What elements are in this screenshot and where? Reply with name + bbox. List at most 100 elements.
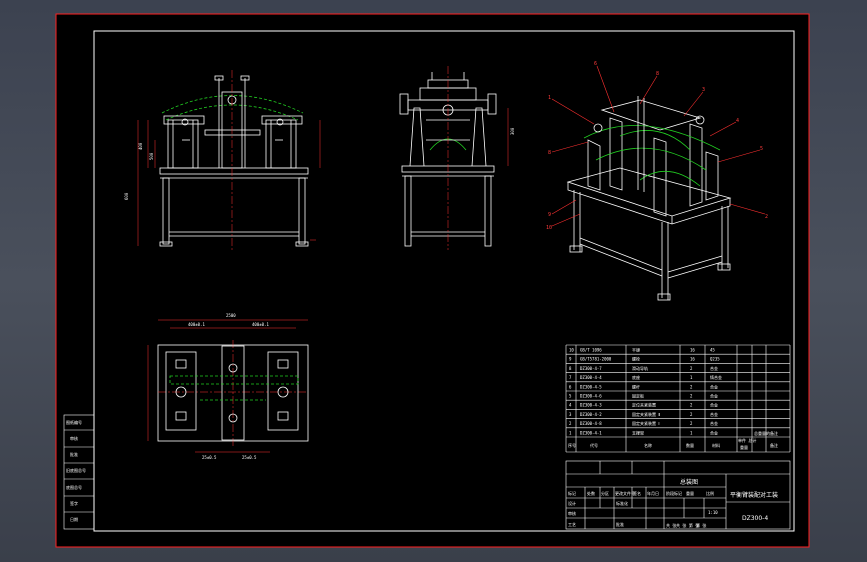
bom-row-no: 5: [569, 394, 572, 399]
front-dim-2: 500: [149, 152, 154, 160]
title-scale: 1:10: [708, 510, 718, 515]
bom-row-no: 2: [569, 421, 572, 426]
bom-row-no: 9: [569, 357, 572, 362]
bom-row-no: 1: [569, 430, 572, 435]
bom-header-no: 序号: [568, 442, 576, 448]
callout-7: 2: [765, 214, 768, 220]
front-dim-0: 600: [124, 192, 129, 200]
bom-row-no: 8: [569, 366, 572, 371]
top-dim-1: 400±0.1: [252, 322, 269, 327]
title-assembly: 总装图: [680, 478, 698, 486]
callout-1: 8: [656, 71, 659, 77]
drawing-sheet: [56, 14, 809, 547]
bom-row-mat: 合金: [710, 393, 718, 399]
tb-label-15: 第 张: [696, 522, 706, 528]
tb-label-10: 批准: [616, 521, 624, 527]
tb-label-1: 处数: [587, 490, 595, 496]
callout-0: 6: [594, 61, 597, 67]
left-label-strip: 图纸编号 审核 批准 旧底图总号 底图总号 签字 日期: [63, 414, 95, 530]
callout-8: 9: [548, 212, 551, 218]
title-org: 共 张 第 张: [676, 522, 699, 528]
bom-row-code: GB/T 1096: [580, 348, 602, 353]
callout-5: 4: [736, 118, 739, 124]
bom-header-name: 名称: [644, 442, 652, 448]
bom-row-qty: 1: [690, 430, 693, 435]
inner-border: [93, 30, 795, 532]
callout-9: 10: [546, 225, 552, 231]
side-dim-0: 300: [510, 127, 515, 135]
bom-row-name: 滑动导轨: [632, 365, 648, 371]
bom-header-weight2: 重量: [740, 444, 748, 450]
front-view: [137, 70, 321, 250]
bom-row-mat: Q235: [710, 357, 720, 362]
bom-row-mat: 合金: [710, 411, 718, 417]
tb-label-11: 阶段标记: [666, 490, 682, 496]
bom-row-qty: 2: [690, 412, 693, 417]
side-view: [399, 66, 509, 250]
tb-label-2: 分区: [601, 490, 609, 496]
bom-row-mat: 合金: [710, 420, 718, 426]
tb-label-0: 标记: [568, 490, 576, 496]
tb-label-8: 审核: [568, 510, 576, 516]
bom-row-name: 固定板: [632, 393, 644, 399]
bom-table: [565, 344, 791, 453]
bom-row-code: DZ300-4-6: [580, 394, 602, 399]
left-label-4: 底图总号: [66, 484, 82, 490]
bom-row-no: 10: [569, 348, 574, 353]
tb-label-5: 年月日: [647, 490, 659, 496]
bom-row-mat: 合金: [710, 402, 718, 408]
bom-row-code: DZ300-4-8: [580, 421, 602, 426]
tb-label-7: 标准化: [616, 500, 628, 506]
callout-6: 5: [760, 146, 763, 152]
title-name: 平衡臂装配对工装: [730, 491, 778, 499]
tb-label-14: 共 张: [666, 522, 676, 528]
left-label-2: 批准: [70, 451, 78, 457]
bom-row-code: DZ300-4-2: [580, 412, 602, 417]
bom-row-code: DZ300-4-4: [580, 375, 602, 380]
outer-border: [55, 13, 810, 548]
callout-labels: 6 8 3 1 8 4 5 2 9 10: [546, 61, 768, 231]
top-view: [147, 319, 309, 453]
bom-header-weight: 单件 总计: [738, 437, 756, 443]
bom-row-qty: 16: [690, 348, 695, 353]
bom-row-qty: 1: [690, 375, 693, 380]
bom-row-name: 固定夹紧装置 Ⅱ: [632, 411, 660, 417]
left-label-0: 图纸编号: [66, 419, 82, 425]
bom-row-name: 平键: [632, 347, 640, 353]
bom-row-qty: 2: [690, 394, 693, 399]
bom-row-mat: 合金: [710, 429, 718, 435]
left-label-3: 旧底图总号: [66, 467, 86, 473]
bottom-dim-0: 25±0.5: [202, 455, 217, 460]
bom-row-name: 螺栓: [632, 356, 640, 362]
bom-row-qty: 2: [690, 384, 693, 389]
title-code: DZ300-4: [742, 515, 768, 522]
bom-header-remark: 备注: [770, 442, 778, 448]
title-block-text: 总装图 平衡臂装配对工装 DZ300-4 1:10 共 张 第 张 标记 处数 …: [568, 478, 778, 528]
front-dim-1: 400: [138, 142, 143, 150]
tb-label-12: 重量: [686, 490, 694, 496]
bom-row-mat: 合金: [710, 365, 718, 371]
bottom-dim-1: 25±0.5: [242, 455, 257, 460]
bom-header-code: 代号: [590, 442, 598, 448]
tb-label-13: 比例: [706, 490, 714, 496]
bom-row-name: 固定夹紧装置 Ⅰ: [632, 420, 660, 426]
bom-row-no: 6: [569, 384, 572, 389]
bom-row-name: 定位夹紧装置: [632, 402, 656, 408]
bom-row-code: DZ300-4-5: [580, 384, 602, 389]
tb-label-6: 设计: [568, 500, 576, 506]
left-label-6: 日期: [70, 516, 78, 522]
bom-row-code: DZ300-4-7: [580, 366, 602, 371]
bom-row-mat: 45: [710, 348, 715, 353]
bom-header-extra: 总重量的备注: [754, 430, 778, 436]
bom-row-no: 4: [569, 403, 572, 408]
bom-row-code: GB/T5781-2000: [580, 357, 612, 362]
bom-header-qty: 数量: [686, 442, 694, 448]
bom-row-name: 螺杆: [632, 383, 640, 389]
bom-row-qty: 2: [690, 421, 693, 426]
callout-4: 8: [548, 150, 551, 156]
tb-label-3: 更改文件号: [615, 490, 635, 496]
bom-row-code: DZ300-4-3: [580, 403, 602, 408]
